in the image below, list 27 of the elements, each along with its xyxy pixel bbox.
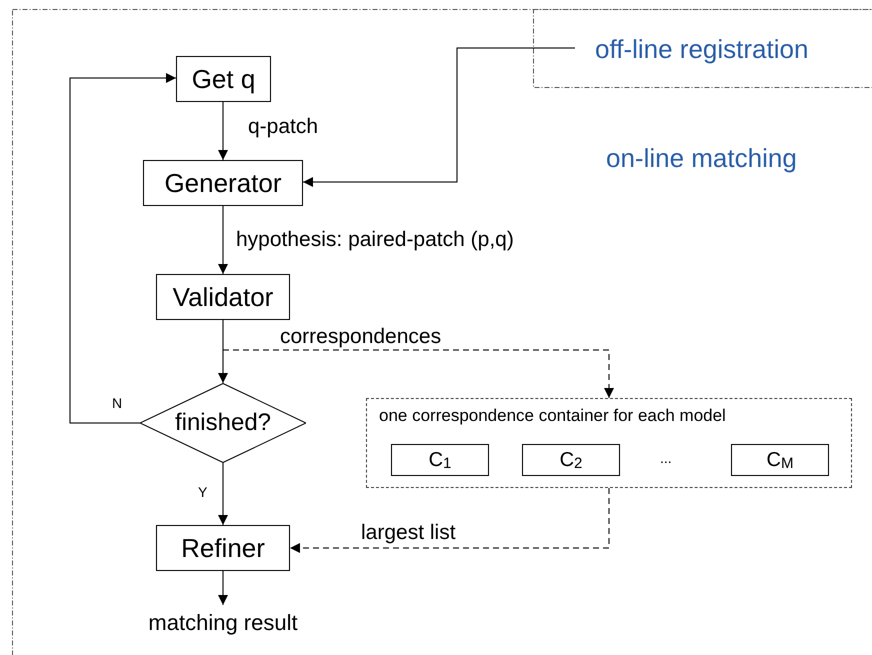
process-box: Get q [176, 56, 271, 102]
edge-label: hypothesis: paired-patch (p,q) [235, 229, 515, 250]
process-box: Refiner [156, 525, 290, 571]
process-box: Validator [156, 274, 290, 320]
edge-label: correspondences [279, 326, 442, 347]
arrow [70, 73, 176, 424]
edge-label: q-patch [247, 116, 320, 137]
edge-label: Y [197, 485, 208, 499]
container-title: one correspondence container for each model [379, 405, 726, 427]
arrow [218, 570, 228, 606]
output-text: matching result [126, 605, 320, 639]
arrow [218, 462, 228, 526]
container-slot-box: C$_{M}$ [731, 444, 829, 476]
container-slot-box: C$_{2}$ [522, 444, 620, 476]
edge-label: largest list [360, 522, 457, 543]
arrow [218, 206, 228, 274]
arrow [302, 48, 576, 187]
region-label: on-line matching [606, 142, 797, 175]
process-box: Generator [143, 160, 303, 206]
arrow [218, 102, 228, 160]
decision-diamond: finished? [140, 383, 306, 463]
region-label: off-line registration [595, 33, 808, 66]
dashed-container [366, 398, 852, 488]
container-slot-box: C$_{1}$ [391, 444, 489, 476]
ellipsis-text: ... [660, 449, 672, 468]
dashed-arrow [290, 488, 610, 553]
edge-label: N [111, 396, 124, 410]
